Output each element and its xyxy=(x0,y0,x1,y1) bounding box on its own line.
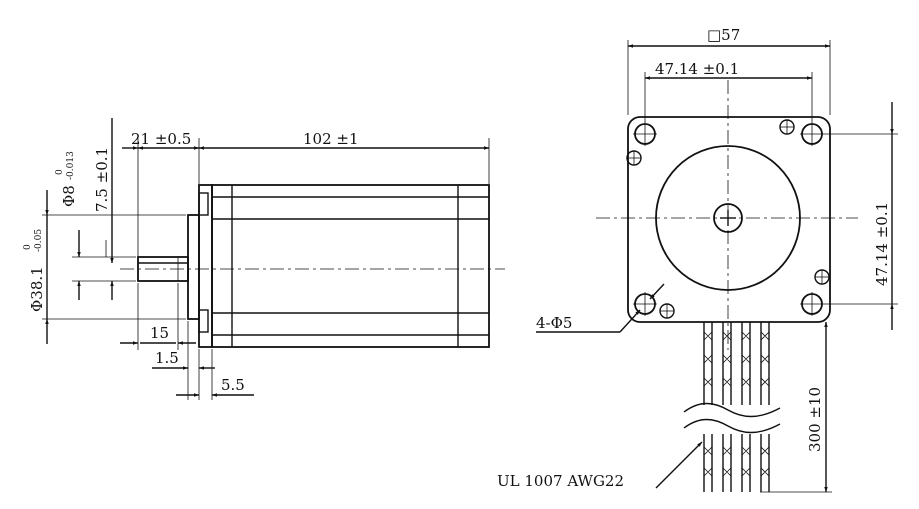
dim-boss-height: 1.5 xyxy=(152,349,215,370)
mounting-hole xyxy=(633,292,657,316)
pilot-boss xyxy=(187,214,200,320)
dim-boss-diameter-label: Φ38.1 xyxy=(28,266,46,312)
dim-square: □57 xyxy=(628,26,830,48)
dim-hole-spacing-h: 47.14 ±0.1 xyxy=(645,60,812,80)
dim-flange-thickness-label: 5.5 xyxy=(221,376,245,394)
mounting-hole xyxy=(633,122,657,146)
screw xyxy=(659,303,675,319)
front-flange xyxy=(198,184,213,348)
wire-spec-callout: UL 1007 AWG22 xyxy=(497,441,703,490)
dim-lead-length: 300 ±10 xyxy=(806,322,828,492)
dim-flange-thickness: 5.5 xyxy=(176,376,254,397)
mounting-hole xyxy=(800,122,824,146)
dim-flat-length-label: 15 xyxy=(150,324,169,342)
dim-boss-tol-lower: -0.05 xyxy=(34,229,44,252)
screw xyxy=(779,119,795,135)
dim-body-length-label: 102 ±1 xyxy=(303,130,359,148)
lead-wires xyxy=(683,322,781,492)
front-center-lines xyxy=(596,80,858,350)
wire-break-line xyxy=(683,402,781,418)
dim-shaft-diameter-label: Φ8 xyxy=(60,185,78,207)
front-faceplate xyxy=(627,116,831,323)
dim-shaft-tol-upper: 0 xyxy=(55,169,65,175)
dim-shaft-tol-lower: -0.013 xyxy=(66,151,76,180)
dim-shaft-diameter: Φ8 0 -0.013 xyxy=(55,151,81,300)
dim-square-label: □57 xyxy=(707,26,740,44)
dim-holes-label: 4-Φ5 xyxy=(536,314,572,332)
side-view: 21 ±0.5 102 ±1 Φ38.1 0 -0.05 Φ8 0 - xyxy=(23,118,505,400)
side-extension-lines xyxy=(42,138,490,400)
front-boss-circle xyxy=(655,145,801,291)
dim-lead-length-label: 300 ±10 xyxy=(806,387,824,452)
wire-break-line xyxy=(683,418,781,434)
mounting-hole xyxy=(800,292,824,316)
dim-body-length: 102 ±1 xyxy=(199,130,489,150)
wire-spec-label: UL 1007 AWG22 xyxy=(497,472,624,490)
dim-shaft-length-label: 21 ±0.5 xyxy=(131,130,191,148)
dim-flat: 7.5 ±0.1 xyxy=(93,118,114,300)
motor-body xyxy=(211,184,490,348)
front-shaft-circle xyxy=(713,203,743,233)
dim-hole-spacing-v: 47.14 ±0.1 xyxy=(873,102,894,330)
screw xyxy=(626,150,642,166)
dim-boss-diameter: Φ38.1 0 -0.05 xyxy=(23,190,49,344)
mounting-holes xyxy=(633,122,824,316)
screw xyxy=(814,269,830,285)
dim-hole-spacing-h-label: 47.14 ±0.1 xyxy=(655,60,739,78)
front-extension-lines xyxy=(627,40,898,493)
dim-hole-spacing-v-label: 47.14 ±0.1 xyxy=(873,202,891,286)
dim-flat-length: 15 xyxy=(120,324,196,345)
front-view: □57 47.14 ±0.1 47.14 ±0.1 4-Φ5 xyxy=(497,26,898,493)
dim-flat-label: 7.5 ±0.1 xyxy=(93,147,111,212)
dim-boss-tol-upper: 0 xyxy=(23,244,33,250)
screws xyxy=(626,119,830,319)
dim-holes-callout: 4-Φ5 xyxy=(536,283,665,333)
dim-shaft-length: 21 ±0.5 xyxy=(122,130,199,150)
dim-boss-height-label: 1.5 xyxy=(155,349,179,367)
